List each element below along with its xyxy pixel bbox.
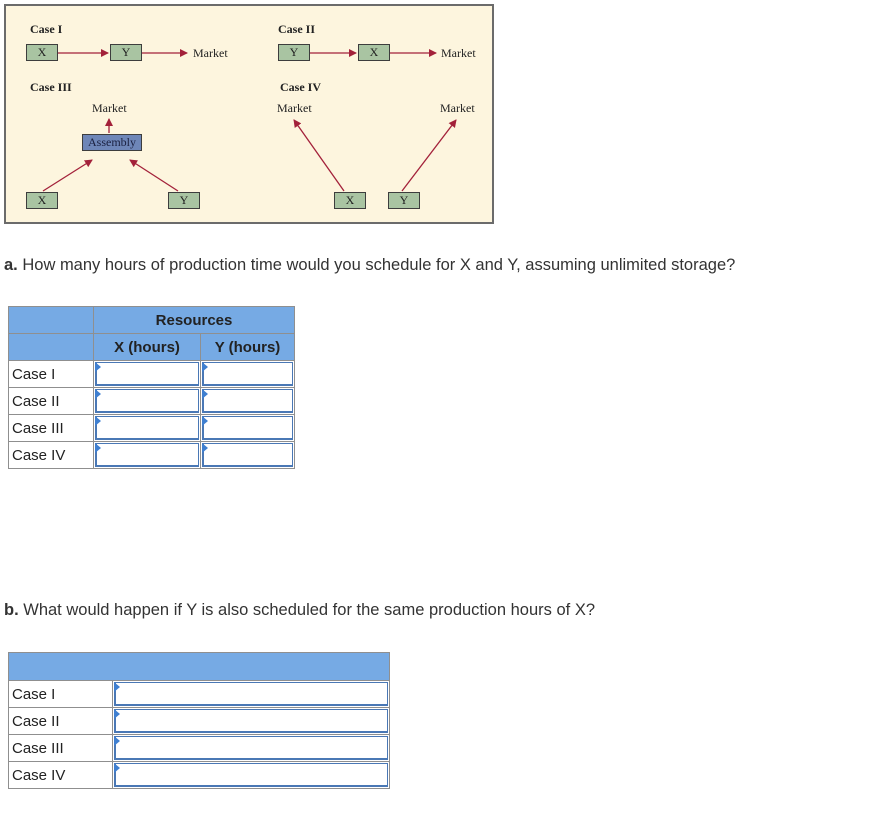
input-marker-icon [114,763,120,773]
input-marker-icon [202,416,208,426]
diagram-arrows [42,49,457,192]
row-label: Case III [8,414,94,442]
input-marker-icon [202,362,208,372]
case4-market-left: Market [277,101,312,115]
case1-answer-input[interactable] [116,683,387,704]
case3-answer-cell [112,734,390,762]
input-marker-icon [95,443,101,453]
flow-diagram: Case I X Y Market Case II Y X Market Cas… [4,4,494,224]
case1-node-x: X [26,44,58,61]
case3-assembly: Assembly [82,134,142,151]
row-label: Case III [8,734,113,762]
case1-x-cell [93,360,201,388]
table-row: Case II [8,707,390,735]
table-a: Resources X (hours) Y (hours) Case I Cas… [8,306,295,469]
table-row: Case I [8,360,295,388]
case3-node-y: Y [168,192,200,209]
case2-title: Case II [278,22,316,36]
case4-x-input[interactable] [97,444,198,465]
case2-market: Market [441,46,476,60]
case2-y-input[interactable] [204,390,292,411]
row-label: Case IV [8,761,113,789]
case1-market: Market [193,46,228,60]
question-a-label: a. [4,256,18,274]
input-marker-icon [95,416,101,426]
case3-market: Market [92,101,127,115]
question-b-text: What would happen if Y is also scheduled… [18,601,595,619]
case4-node-x: X [334,192,366,209]
table-row: Case III [8,734,390,762]
table-row: Case III [8,414,295,442]
case3-answer-input[interactable] [116,737,387,758]
table-a-corner-2 [8,333,94,361]
question-a-text: How many hours of production time would … [17,256,736,274]
case2-x-input[interactable] [97,390,198,411]
column-header-y: Y (hours) [200,333,295,361]
row-label: Case I [8,360,94,388]
case4-answer-input[interactable] [116,764,387,785]
input-marker-icon [114,709,120,719]
input-marker-icon [202,443,208,453]
case2-node-x: X [358,44,390,61]
input-marker-icon [95,362,101,372]
case3-y-input[interactable] [204,417,292,438]
case4-x-cell [93,441,201,469]
case2-y-cell [200,387,295,415]
table-row: Case II [8,387,295,415]
case3-title: Case III [30,80,72,94]
case1-x-input[interactable] [97,363,198,384]
row-label: Case IV [8,441,94,469]
input-marker-icon [114,682,120,692]
table-b: Case I Case II Case III Case IV [8,652,390,789]
case3-x-cell [93,414,201,442]
table-row: Case I [8,680,390,708]
input-marker-icon [95,389,101,399]
case3-node-x: X [26,192,58,209]
column-header-x: X (hours) [93,333,201,361]
case1-answer-cell [112,680,390,708]
case1-y-input[interactable] [204,363,292,384]
table-b-header [8,652,390,681]
case3-y-cell [200,414,295,442]
row-label: Case I [8,680,113,708]
case1-node-y: Y [110,44,142,61]
input-marker-icon [202,389,208,399]
case4-y-cell [200,441,295,469]
case4-answer-cell [112,761,390,789]
question-b-label: b. [4,601,19,619]
table-row: Case IV [8,441,295,469]
case2-answer-input[interactable] [116,710,387,731]
question-b: b. What would happen if Y is also schedu… [4,601,595,620]
case2-answer-cell [112,707,390,735]
case4-y-input[interactable] [204,444,292,465]
question-a: a. How many hours of production time wou… [4,256,735,275]
row-label: Case II [8,387,94,415]
table-a-corner [8,306,94,334]
input-marker-icon [114,736,120,746]
case3-x-input[interactable] [97,417,198,438]
case4-node-y: Y [388,192,420,209]
case4-market-right: Market [440,101,475,115]
row-label: Case II [8,707,113,735]
case2-node-y: Y [278,44,310,61]
table-a-group-header: Resources [93,306,295,334]
case1-y-cell [200,360,295,388]
case4-title: Case IV [280,80,321,94]
case1-title: Case I [30,22,63,36]
case2-x-cell [93,387,201,415]
table-row: Case IV [8,761,390,789]
